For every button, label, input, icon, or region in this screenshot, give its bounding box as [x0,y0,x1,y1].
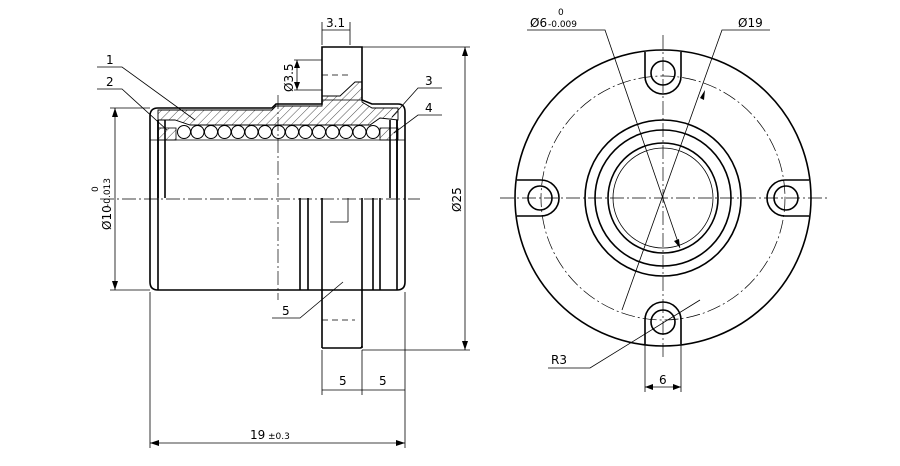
dim-lug-hole: Ø3.5 [282,63,296,92]
dim-groove-a: 5 [339,374,347,388]
front-view: Ø6 0 -0.009 Ø19 R3 6 [500,8,830,392]
ball [285,125,299,139]
balloon-1: 1 [106,53,114,67]
ball [352,125,367,139]
dim-flange-dia: Ø25 [450,187,464,212]
ball [244,125,259,139]
ball [190,125,205,139]
ball [258,125,272,139]
balloon-5: 5 [282,304,290,318]
ball [298,125,313,139]
ball [366,125,380,139]
dim-length-tol: ±0.3 [268,432,290,442]
balloon-4: 4 [425,101,433,115]
seal-right [379,127,399,141]
dim-pcd: Ø19 [738,16,763,30]
ball [231,125,245,139]
ball [325,125,340,139]
dim-shaft-tol-lower: -0.009 [548,20,577,30]
bore [607,142,719,254]
dim-radius: R3 [551,353,567,367]
dim-length: 19 [250,428,265,442]
ball [312,125,326,139]
ball [217,125,232,139]
dim-slot-width: 6 [659,373,667,387]
housing-section [157,81,399,126]
dim-bore-dia: Ø10 [100,205,114,230]
ball [271,125,286,139]
balloon-2: 2 [106,75,114,89]
side-view: 1 2 3 4 5 3.1 Ø3.5 Ø25 Ø10 -0.013 0 5 5 … [91,16,470,448]
dim-shaft-tol-upper: 0 [558,8,564,18]
ball [339,125,353,139]
mount-slots [517,52,809,344]
ball [177,125,191,139]
dim-groove-b: 5 [379,374,387,388]
dim-bore-tol-lower: -0.013 [103,178,113,207]
ball-row [177,125,380,139]
dim-shaft-dia: Ø6 [530,16,547,30]
balloon-leaders [97,66,442,319]
balloon-3: 3 [425,74,433,88]
bearing-outline [149,46,406,291]
arrowheads [112,47,468,446]
mount-lug [321,46,363,101]
dim-bore-tol-upper: 0 [91,186,101,192]
dim-lug-width: 3.1 [326,16,345,30]
ball [204,125,218,139]
